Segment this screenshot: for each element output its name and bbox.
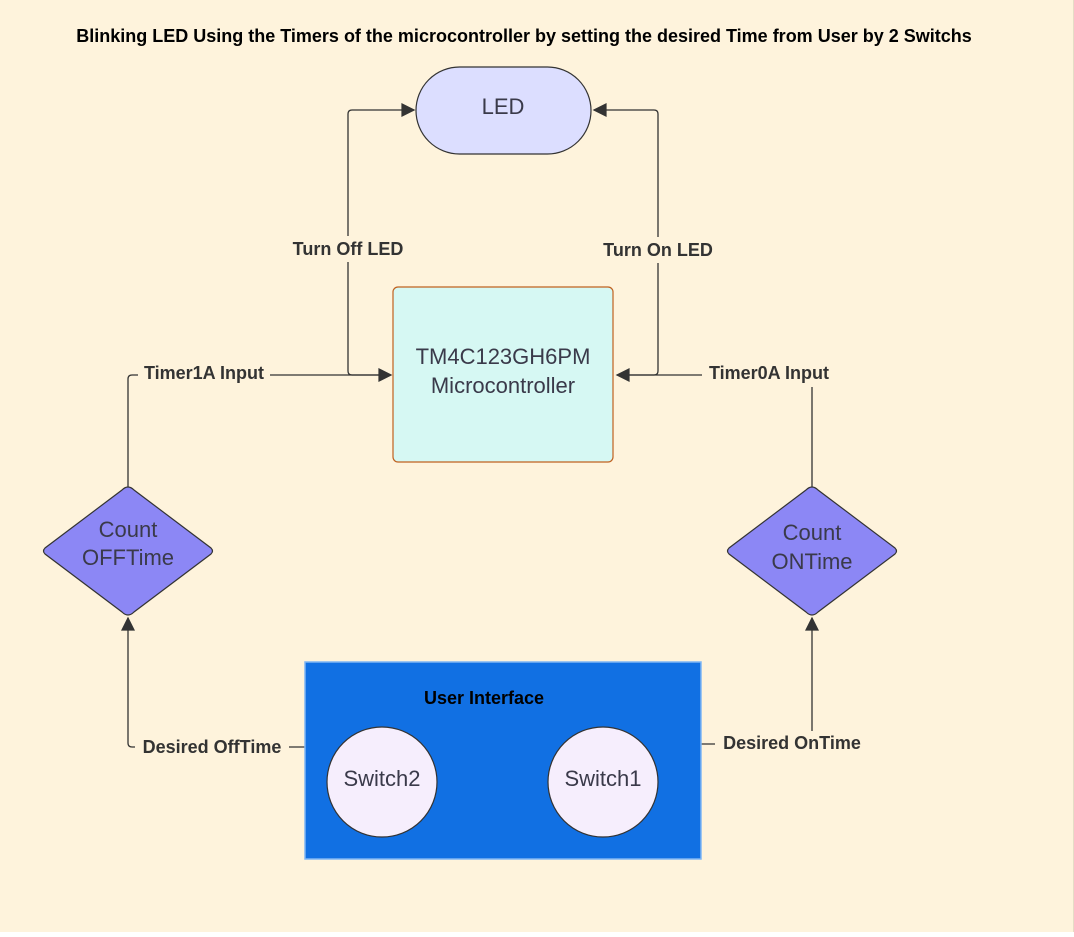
label-timer0a-input: Timer0A Input	[709, 363, 829, 383]
mcu-label-line2: Microcontroller	[431, 373, 575, 398]
node-switch2[interactable]: Switch2	[326, 726, 438, 838]
node-led: LED	[415, 66, 592, 155]
count-on-line2: ONTime	[771, 549, 852, 574]
switch2-label: Switch2	[343, 766, 420, 791]
diagram-title: Blinking LED Using the Timers of the mic…	[76, 26, 972, 46]
label-turn-off-led: Turn Off LED	[293, 239, 404, 259]
edge-desired-offtime	[121, 616, 335, 748]
led-label: LED	[482, 94, 525, 119]
count-off-line1: Count	[99, 517, 158, 542]
label-desired-ontime: Desired OnTime	[723, 733, 861, 753]
mcu-label-line1: TM4C123GH6PM	[416, 344, 591, 369]
label-turn-on-led: Turn On LED	[603, 240, 713, 260]
node-microcontroller: TM4C123GH6PM Microcontroller	[392, 286, 614, 463]
edge-timer0a-input	[615, 368, 813, 487]
node-count-offtime: Count OFFTime	[42, 486, 214, 616]
label-timer1a-input: Timer1A Input	[144, 363, 264, 383]
count-off-line2: OFFTime	[82, 545, 174, 570]
switch1-label: Switch1	[564, 766, 641, 791]
node-switch1[interactable]: Switch1	[547, 726, 659, 838]
node-count-ontime: Count ONTime	[726, 486, 898, 616]
edge-labels: Turn Off LED Turn On LED Timer1A Input T…	[135, 236, 869, 760]
user-interface-label: User Interface	[424, 688, 544, 708]
label-desired-offtime: Desired OffTime	[143, 737, 282, 757]
edge-timer1a-input	[127, 368, 393, 487]
count-on-line1: Count	[783, 520, 842, 545]
